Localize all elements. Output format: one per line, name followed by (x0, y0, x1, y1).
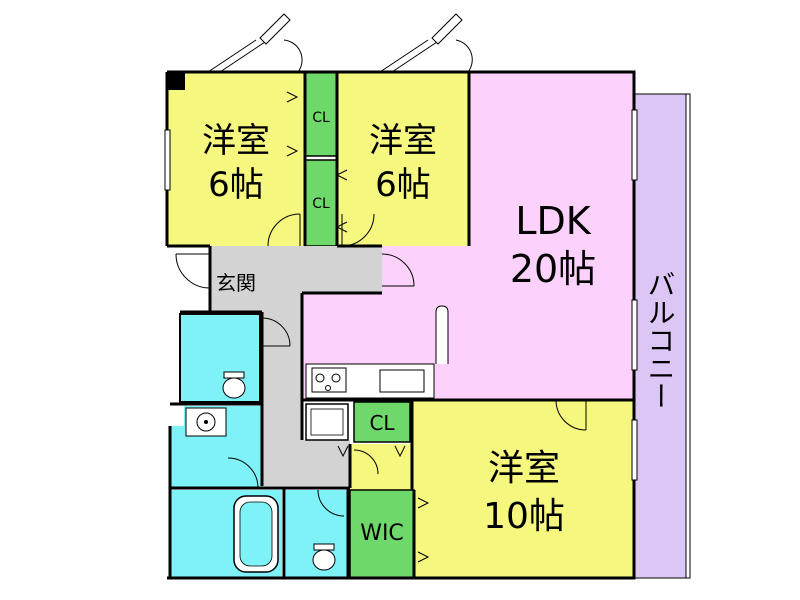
balcony-railing (685, 93, 691, 579)
ldk-name: LDK (515, 199, 591, 243)
burner-icon (325, 385, 331, 391)
toilet-bowl-icon (222, 377, 246, 399)
ldk-size: 20帖 (510, 247, 596, 291)
closet-3-label: CL (369, 411, 395, 435)
wic-label: WIC (360, 521, 404, 546)
western-room-nw (167, 72, 305, 246)
walk-in-closet (349, 489, 415, 579)
balcony-label: バルコニー (644, 270, 677, 410)
room-name-se: 洋室 (488, 448, 560, 489)
toilet-tank-icon (313, 543, 335, 551)
room-size-n: 6帖 (375, 165, 431, 205)
doors (175, 39, 587, 517)
bathtub-inner (239, 501, 273, 567)
partition-wall (435, 305, 449, 364)
stove (311, 367, 347, 393)
closet-2-label: CL (312, 196, 330, 212)
closet-door-marks (286, 91, 430, 563)
windows (164, 109, 638, 481)
western-room-se (350, 400, 634, 578)
closet-3 (353, 401, 411, 443)
closet-2 (304, 159, 338, 247)
ldk-area (302, 72, 634, 400)
western-room-n (337, 72, 469, 246)
closet-1-label: CL (312, 110, 330, 126)
balcony-door-panels (259, 13, 463, 45)
fridge-inner (310, 408, 344, 436)
room-size-se: 10帖 (483, 496, 565, 537)
entrance-label: 玄関 (216, 271, 256, 295)
structural-column (167, 72, 185, 90)
toilet-tank-icon (223, 371, 245, 379)
room-name-nw: 洋室 (202, 121, 270, 161)
drain-icon (204, 420, 208, 424)
toilet-room-1 (179, 313, 261, 403)
fridge-space (305, 403, 349, 441)
sink (379, 369, 425, 393)
room-name-n: 洋室 (369, 121, 437, 161)
toilet-bowl-icon (312, 549, 336, 571)
hallway (210, 246, 382, 486)
burner-icon (331, 373, 341, 383)
room-size-nw: 6帖 (208, 165, 264, 205)
balcony-area (633, 93, 687, 579)
burner-icon (315, 373, 325, 383)
entrance-area (210, 252, 262, 297)
